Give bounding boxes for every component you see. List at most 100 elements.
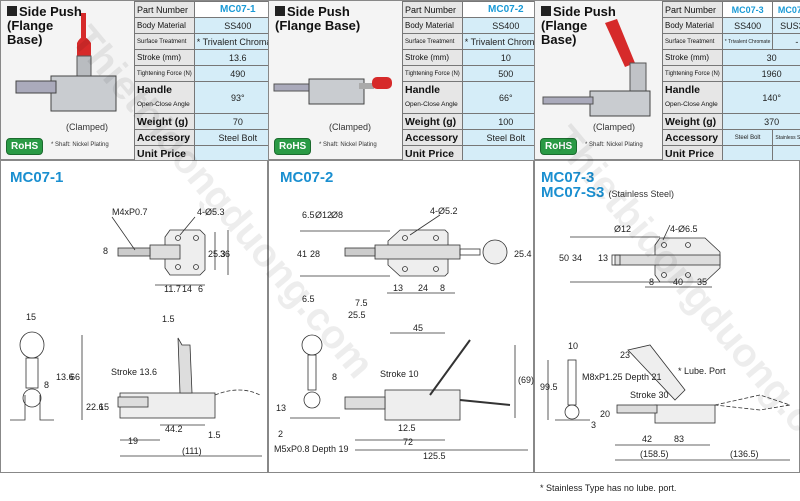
dim-label: 50 — [559, 253, 569, 263]
dim-label: M8xP1.25 Depth 21 — [582, 372, 662, 382]
rohs-badge: RoHS — [6, 138, 44, 155]
dim-label: 23 — [620, 350, 630, 360]
dim-label: (69) — [518, 375, 534, 385]
force-value: 490 — [193, 65, 282, 82]
unit-price-value — [721, 145, 774, 162]
dim-label: 1.5 — [208, 430, 221, 440]
dim-label: 15 — [99, 402, 109, 412]
rohs-badge: RoHS — [540, 138, 578, 155]
dim-label: 7.5 — [355, 298, 368, 308]
label-stroke: Stroke (mm) — [134, 49, 195, 66]
label-part-number: Part Number — [134, 1, 195, 18]
dim-label: Stroke 13.6 — [111, 367, 157, 377]
label-body-material: Body Material — [134, 17, 195, 34]
label-stroke: Stroke (mm) — [402, 49, 463, 66]
label-accessory: Accessory — [402, 129, 463, 146]
dim-label: 8 — [440, 283, 445, 293]
shaft-note: * Shaft: Nickel Plating — [51, 142, 109, 148]
dim-label: 25.4 — [514, 249, 532, 259]
dim-label: 10 — [568, 341, 578, 351]
unit-price-value — [193, 145, 282, 162]
dim-label: 99.5 — [540, 382, 558, 392]
rohs-badge: RoHS — [274, 138, 312, 155]
shaft-note: * Shaft: Nickel Plating — [319, 142, 377, 148]
weight-value: 70 — [193, 113, 282, 130]
dim-label: Ø12 — [315, 210, 332, 220]
label-body-material: Body Material — [662, 17, 723, 34]
label-weight: Weight (g) — [402, 113, 463, 130]
drawing-panel-mc07-1 — [0, 160, 268, 473]
dim-label: (136.5) — [730, 449, 759, 459]
dim-label: 2 — [278, 429, 283, 439]
product-card-mc07-2: Side Push(Flange Base) (Clamped) RoHS * … — [268, 0, 550, 162]
drawing-heading: MC07-2 — [280, 169, 334, 186]
surface-treatment-2: - — [772, 33, 800, 50]
body-material: SS400 — [461, 17, 550, 34]
dim-label: 8 — [649, 277, 654, 287]
dim-label: 24 — [418, 283, 428, 293]
dim-label: Ø8 — [331, 210, 343, 220]
accessory-value: Steel Bolt — [461, 129, 550, 146]
dim-label: 11.7 — [164, 284, 181, 294]
dim-label: 8 — [332, 372, 337, 382]
dim-label: 13 — [276, 403, 286, 413]
shaft-note: * Shaft: Nickel Plating — [585, 142, 643, 148]
dim-label: 41 — [297, 249, 307, 259]
dim-label: 14 — [182, 284, 192, 294]
product-title: Side Push(Flange Base) — [275, 4, 361, 33]
clamped-caption: (Clamped) — [593, 122, 636, 132]
dim-label: 1.5 — [162, 314, 175, 324]
part-number: MC07-2 — [461, 1, 550, 18]
dim-label: Stroke 30 — [630, 390, 669, 400]
dim-label: 4-Ø6.5 — [670, 224, 698, 234]
label-stroke: Stroke (mm) — [662, 49, 723, 66]
force-value: 500 — [461, 65, 550, 82]
clamp-image — [542, 19, 651, 117]
surface-treatment: * Trivalent Chromate — [721, 33, 774, 50]
dim-label: 13.6 — [56, 372, 74, 382]
dimension-labels: M4xP0.7 4-Ø5.3 8 25.3 36 11.7 14 6 15 13… — [26, 206, 759, 493]
dim-label: 19 — [128, 436, 138, 446]
label-accessory: Accessory — [134, 129, 195, 146]
dim-label: (158.5) — [640, 449, 669, 459]
dim-label: 22.6 — [86, 402, 104, 412]
dim-label: M4xP0.7 — [112, 207, 148, 217]
label-unit-price: Unit Price — [402, 145, 463, 162]
dim-label: Ø12 — [614, 224, 631, 234]
clamped-caption: (Clamped) — [66, 122, 109, 132]
dim-label: 125.5 — [423, 451, 446, 461]
label-weight: Weight (g) — [662, 113, 723, 130]
footnote: * Stainless Type has no lube. port. — [540, 483, 676, 493]
dim-label: * Lube. Port — [678, 366, 726, 376]
dim-label: 8 — [103, 246, 108, 256]
force-value: 1960 — [721, 65, 800, 82]
dim-label: 13 — [598, 253, 608, 263]
drawing-heading: MC07-1 — [10, 169, 64, 186]
dim-label: M5xP0.8 Depth 19 — [274, 444, 349, 454]
dim-label: 13 — [393, 283, 403, 293]
accessory-value: Steel Bolt — [721, 129, 774, 146]
dim-label: 34 — [572, 253, 582, 263]
dim-label: 25.3 — [208, 249, 226, 259]
label-force: Tightening Force (N) — [662, 65, 723, 82]
dim-label: 72 — [403, 437, 413, 447]
label-part-number: Part Number — [402, 1, 463, 18]
dim-label: 36 — [220, 249, 230, 259]
stroke-value: 13.6 — [193, 49, 282, 66]
dim-label: 3 — [591, 420, 596, 430]
dim-label: 83 — [674, 434, 684, 444]
dim-label: 6.5 — [302, 294, 315, 304]
dim-label: 35 — [697, 277, 707, 287]
label-weight: Weight (g) — [134, 113, 195, 130]
clamped-caption: (Clamped) — [329, 122, 372, 132]
